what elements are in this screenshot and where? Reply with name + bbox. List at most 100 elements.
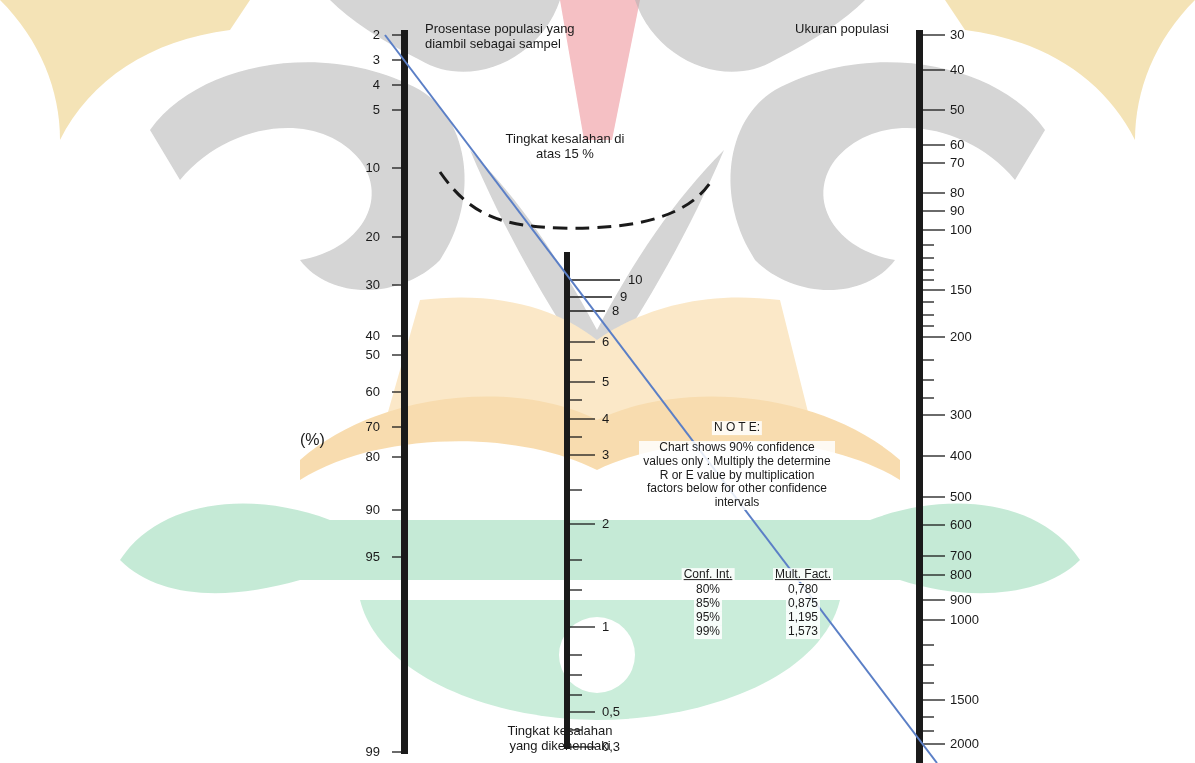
- error-value: 2: [602, 517, 609, 532]
- tick-mark: [568, 381, 595, 382]
- error-boundary-arc: [440, 172, 712, 228]
- tick-mark: [392, 456, 402, 457]
- tick-mark: [568, 436, 582, 437]
- tick-mark: [568, 359, 582, 360]
- tick-mark: [920, 496, 945, 497]
- tick-mark: [392, 284, 402, 285]
- population-value: 600: [950, 518, 972, 533]
- axis-title: Tingkat kesalahan yang dikehendaki: [497, 724, 623, 754]
- percentage-value: 20: [366, 230, 380, 245]
- tick-mark: [920, 229, 945, 230]
- tick-mark: [568, 310, 605, 311]
- axis-title: Prosentase populasi yang diambil sebagai…: [425, 22, 593, 52]
- percentage-value: 50: [366, 348, 380, 363]
- tick-mark: [920, 455, 945, 456]
- tick-mark: [920, 524, 945, 525]
- population-value: 90: [950, 204, 964, 219]
- note-text: Chart shows 90% confidence values only :…: [639, 441, 835, 510]
- table-header: Conf. Int.: [682, 568, 735, 582]
- percentage-value: 40: [366, 329, 380, 344]
- tick-mark: [392, 84, 402, 85]
- error-value: 5: [602, 375, 609, 390]
- table-cell: 1,573: [786, 625, 820, 639]
- watermark-band: [120, 504, 1080, 594]
- tick-mark: [920, 244, 934, 245]
- error-value: 0,5: [602, 705, 620, 720]
- tick-mark: [920, 144, 945, 145]
- axis-title: Ukuran populasi: [795, 22, 889, 37]
- tick-mark: [920, 314, 934, 315]
- population-value: 1000: [950, 613, 979, 628]
- tick-mark: [392, 34, 402, 35]
- tick-mark: [920, 664, 934, 665]
- tick-mark: [568, 711, 595, 712]
- population-value: 100: [950, 223, 972, 238]
- table-cell: 0,875: [786, 597, 820, 611]
- percentage-value: 4: [373, 78, 380, 93]
- watermark-bird: [150, 62, 465, 290]
- tick-mark: [920, 289, 945, 290]
- tick-mark: [920, 716, 934, 717]
- tick-mark: [920, 699, 945, 700]
- tick-mark: [920, 192, 945, 193]
- table-cell: 85%: [694, 597, 722, 611]
- tick-mark: [920, 336, 945, 337]
- tick-marks: [392, 35, 945, 752]
- population-value: 60: [950, 138, 964, 153]
- table-cell: 0,780: [786, 583, 820, 597]
- tick-mark: [920, 379, 934, 380]
- population-axis: [916, 30, 923, 763]
- tick-mark: [920, 269, 934, 270]
- tick-mark: [920, 301, 934, 302]
- population-value: 1500: [950, 693, 979, 708]
- tick-mark: [920, 619, 945, 620]
- tick-mark: [920, 210, 945, 211]
- tick-mark: [568, 454, 595, 455]
- tick-mark: [568, 296, 612, 297]
- note-heading: N O T E:: [712, 421, 762, 435]
- table-cell: 80%: [694, 583, 722, 597]
- population-value: 900: [950, 593, 972, 608]
- table-cell: 99%: [694, 625, 722, 639]
- tick-mark: [920, 555, 945, 556]
- tick-mark: [568, 589, 582, 590]
- population-value: 700: [950, 549, 972, 564]
- tick-mark: [568, 559, 582, 560]
- tick-mark: [568, 523, 595, 524]
- watermark-hole: [559, 617, 635, 693]
- percentage-value: 70: [366, 420, 380, 435]
- error-value: 1: [602, 620, 609, 635]
- population-value: 800: [950, 568, 972, 583]
- error-value: 6: [602, 335, 609, 350]
- tick-mark: [568, 694, 582, 695]
- percentage-value: 99: [366, 745, 380, 760]
- tick-mark: [392, 426, 402, 427]
- tick-mark: [568, 626, 595, 627]
- percentage-value: 60: [366, 385, 380, 400]
- tick-mark: [568, 489, 582, 490]
- percentage-value: 10: [366, 161, 380, 176]
- tick-mark: [392, 509, 402, 510]
- unit-label: (%): [300, 431, 325, 449]
- tick-mark: [920, 359, 934, 360]
- error-value: 9: [620, 290, 627, 305]
- tick-mark: [392, 59, 402, 60]
- error-value: 10: [628, 273, 642, 288]
- percentage-value: 95: [366, 550, 380, 565]
- tick-mark: [920, 34, 945, 35]
- population-value: 40: [950, 63, 964, 78]
- error-value: 8: [612, 304, 619, 319]
- percentage-value: 3: [373, 53, 380, 68]
- tick-mark: [392, 335, 402, 336]
- tick-mark: [920, 599, 945, 600]
- tick-mark: [392, 556, 402, 557]
- tick-mark: [568, 418, 595, 419]
- population-value: 500: [950, 490, 972, 505]
- tick-mark: [920, 730, 934, 731]
- tick-mark: [392, 391, 402, 392]
- population-value: 300: [950, 408, 972, 423]
- tick-mark: [392, 236, 402, 237]
- tick-mark: [920, 279, 934, 280]
- population-value: 80: [950, 186, 964, 201]
